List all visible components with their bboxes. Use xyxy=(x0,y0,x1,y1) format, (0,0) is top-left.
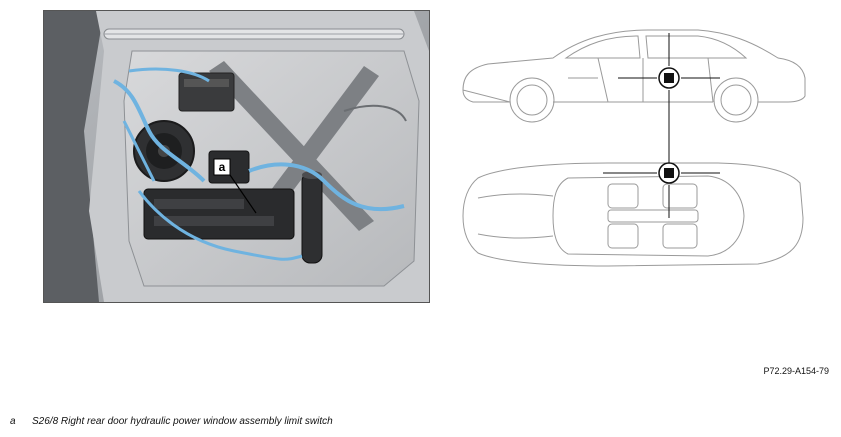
legend-key: a xyxy=(10,416,16,427)
location-marker-top-view xyxy=(603,148,720,218)
legend-text: S26/8 Right rear door hydraulic power wi… xyxy=(32,416,333,427)
location-marker-side-view xyxy=(618,33,720,108)
figure-code: P72.29-A154-79 xyxy=(763,366,829,376)
legend-item: a S26/8 Right rear door hydraulic power w… xyxy=(10,416,333,427)
vehicle-locator-diagram xyxy=(458,18,810,310)
callout-label-a: a xyxy=(219,160,226,174)
door-interior-photo: a xyxy=(43,10,430,303)
